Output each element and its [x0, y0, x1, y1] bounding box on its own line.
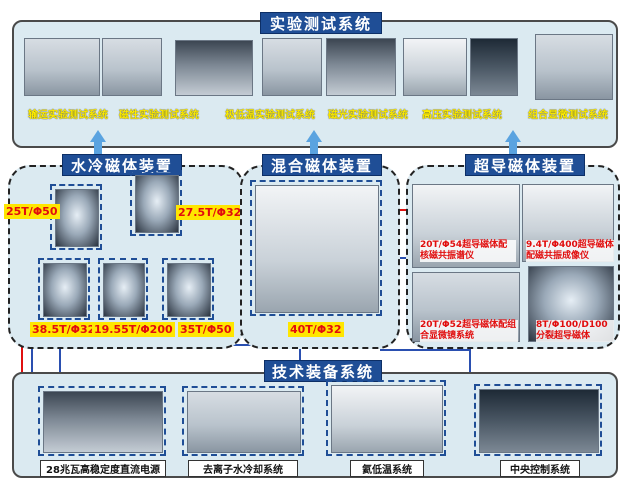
test-system-label-3: 极低温实验测试系统 — [225, 110, 315, 121]
water-cooling-photo — [187, 391, 301, 453]
test-system-label-2: 磁性实验测试系统 — [119, 110, 199, 121]
water-magnet-3-frame — [38, 258, 90, 320]
tech-label-1: 28兆瓦高稳定度直流电源 — [40, 460, 166, 477]
tech-label-4: 中央控制系统 — [500, 460, 580, 477]
water-magnet-4-label: 19.55T/Φ200 — [92, 322, 175, 337]
hybrid-title: 混合磁体装置 — [262, 154, 382, 176]
high-pressure-photo-2 — [470, 38, 518, 96]
ultralow-temp-photo — [175, 40, 253, 96]
microscopy-test-photo — [535, 34, 613, 100]
water-magnet-5-photo — [167, 263, 211, 317]
power-supply-frame — [38, 386, 166, 456]
transport-test-photo — [24, 38, 100, 96]
magneto-optical-photo-1 — [262, 38, 322, 96]
water-magnet-4-photo — [103, 263, 145, 317]
super-magnet-1-label: 20T/Φ54超导磁体配核磁共振谱仪 — [420, 240, 516, 262]
water-magnet-2-frame — [130, 170, 182, 236]
high-pressure-photo-1 — [403, 38, 467, 96]
tech-label-3: 氦低温系统 — [350, 460, 424, 477]
test-systems-title: 实验测试系统 — [260, 12, 382, 34]
control-system-photo — [479, 389, 599, 453]
water-magnet-1-label: 25T/Φ50 — [4, 204, 60, 219]
water-magnet-3-label: 38.5T/Φ32 — [30, 322, 98, 337]
water-magnet-3-photo — [43, 263, 87, 317]
water-magnet-2-label: 27.5T/Φ32 — [176, 205, 244, 220]
test-system-label-6: 组合显微测试系统 — [528, 110, 608, 121]
water-cooling-frame — [182, 386, 304, 456]
control-system-frame — [474, 384, 602, 456]
water-magnet-5-label: 35T/Φ50 — [178, 322, 234, 337]
hybrid-magnet-frame — [250, 180, 382, 316]
blue-line-bottom-right — [380, 349, 471, 372]
super-magnet-4-label: 8T/Φ100/D100分裂超导磁体 — [536, 320, 614, 342]
hybrid-magnet-photo — [255, 185, 379, 313]
super-magnet-3-label: 20T/Φ52超导磁体配组合显微镜系统 — [420, 320, 518, 342]
water-magnet-5-frame — [162, 258, 214, 320]
super-magnet-2-label: 9.4T/Φ400超导磁体配磁共振成像仪 — [526, 240, 614, 262]
tech-equipment-title: 技术装备系统 — [264, 360, 382, 382]
helium-system-photo — [331, 385, 443, 453]
water-magnet-2-photo — [135, 175, 179, 233]
test-system-label-1: 输运实验测试系统 — [28, 110, 108, 121]
water-magnet-4-frame — [98, 258, 148, 320]
hybrid-magnet-label: 40T/Φ32 — [288, 322, 344, 337]
power-supply-photo — [43, 391, 163, 453]
water-magnet-1-photo — [55, 189, 99, 247]
test-system-label-4: 磁光实验测试系统 — [328, 110, 408, 121]
magneto-optical-photo-2 — [326, 38, 396, 96]
helium-system-frame — [326, 380, 446, 456]
test-system-label-5: 高压实验测试系统 — [422, 110, 502, 121]
magnetic-test-photo — [102, 38, 162, 96]
superconducting-title: 超导磁体装置 — [465, 154, 585, 176]
tech-label-2: 去离子水冷却系统 — [188, 460, 298, 477]
